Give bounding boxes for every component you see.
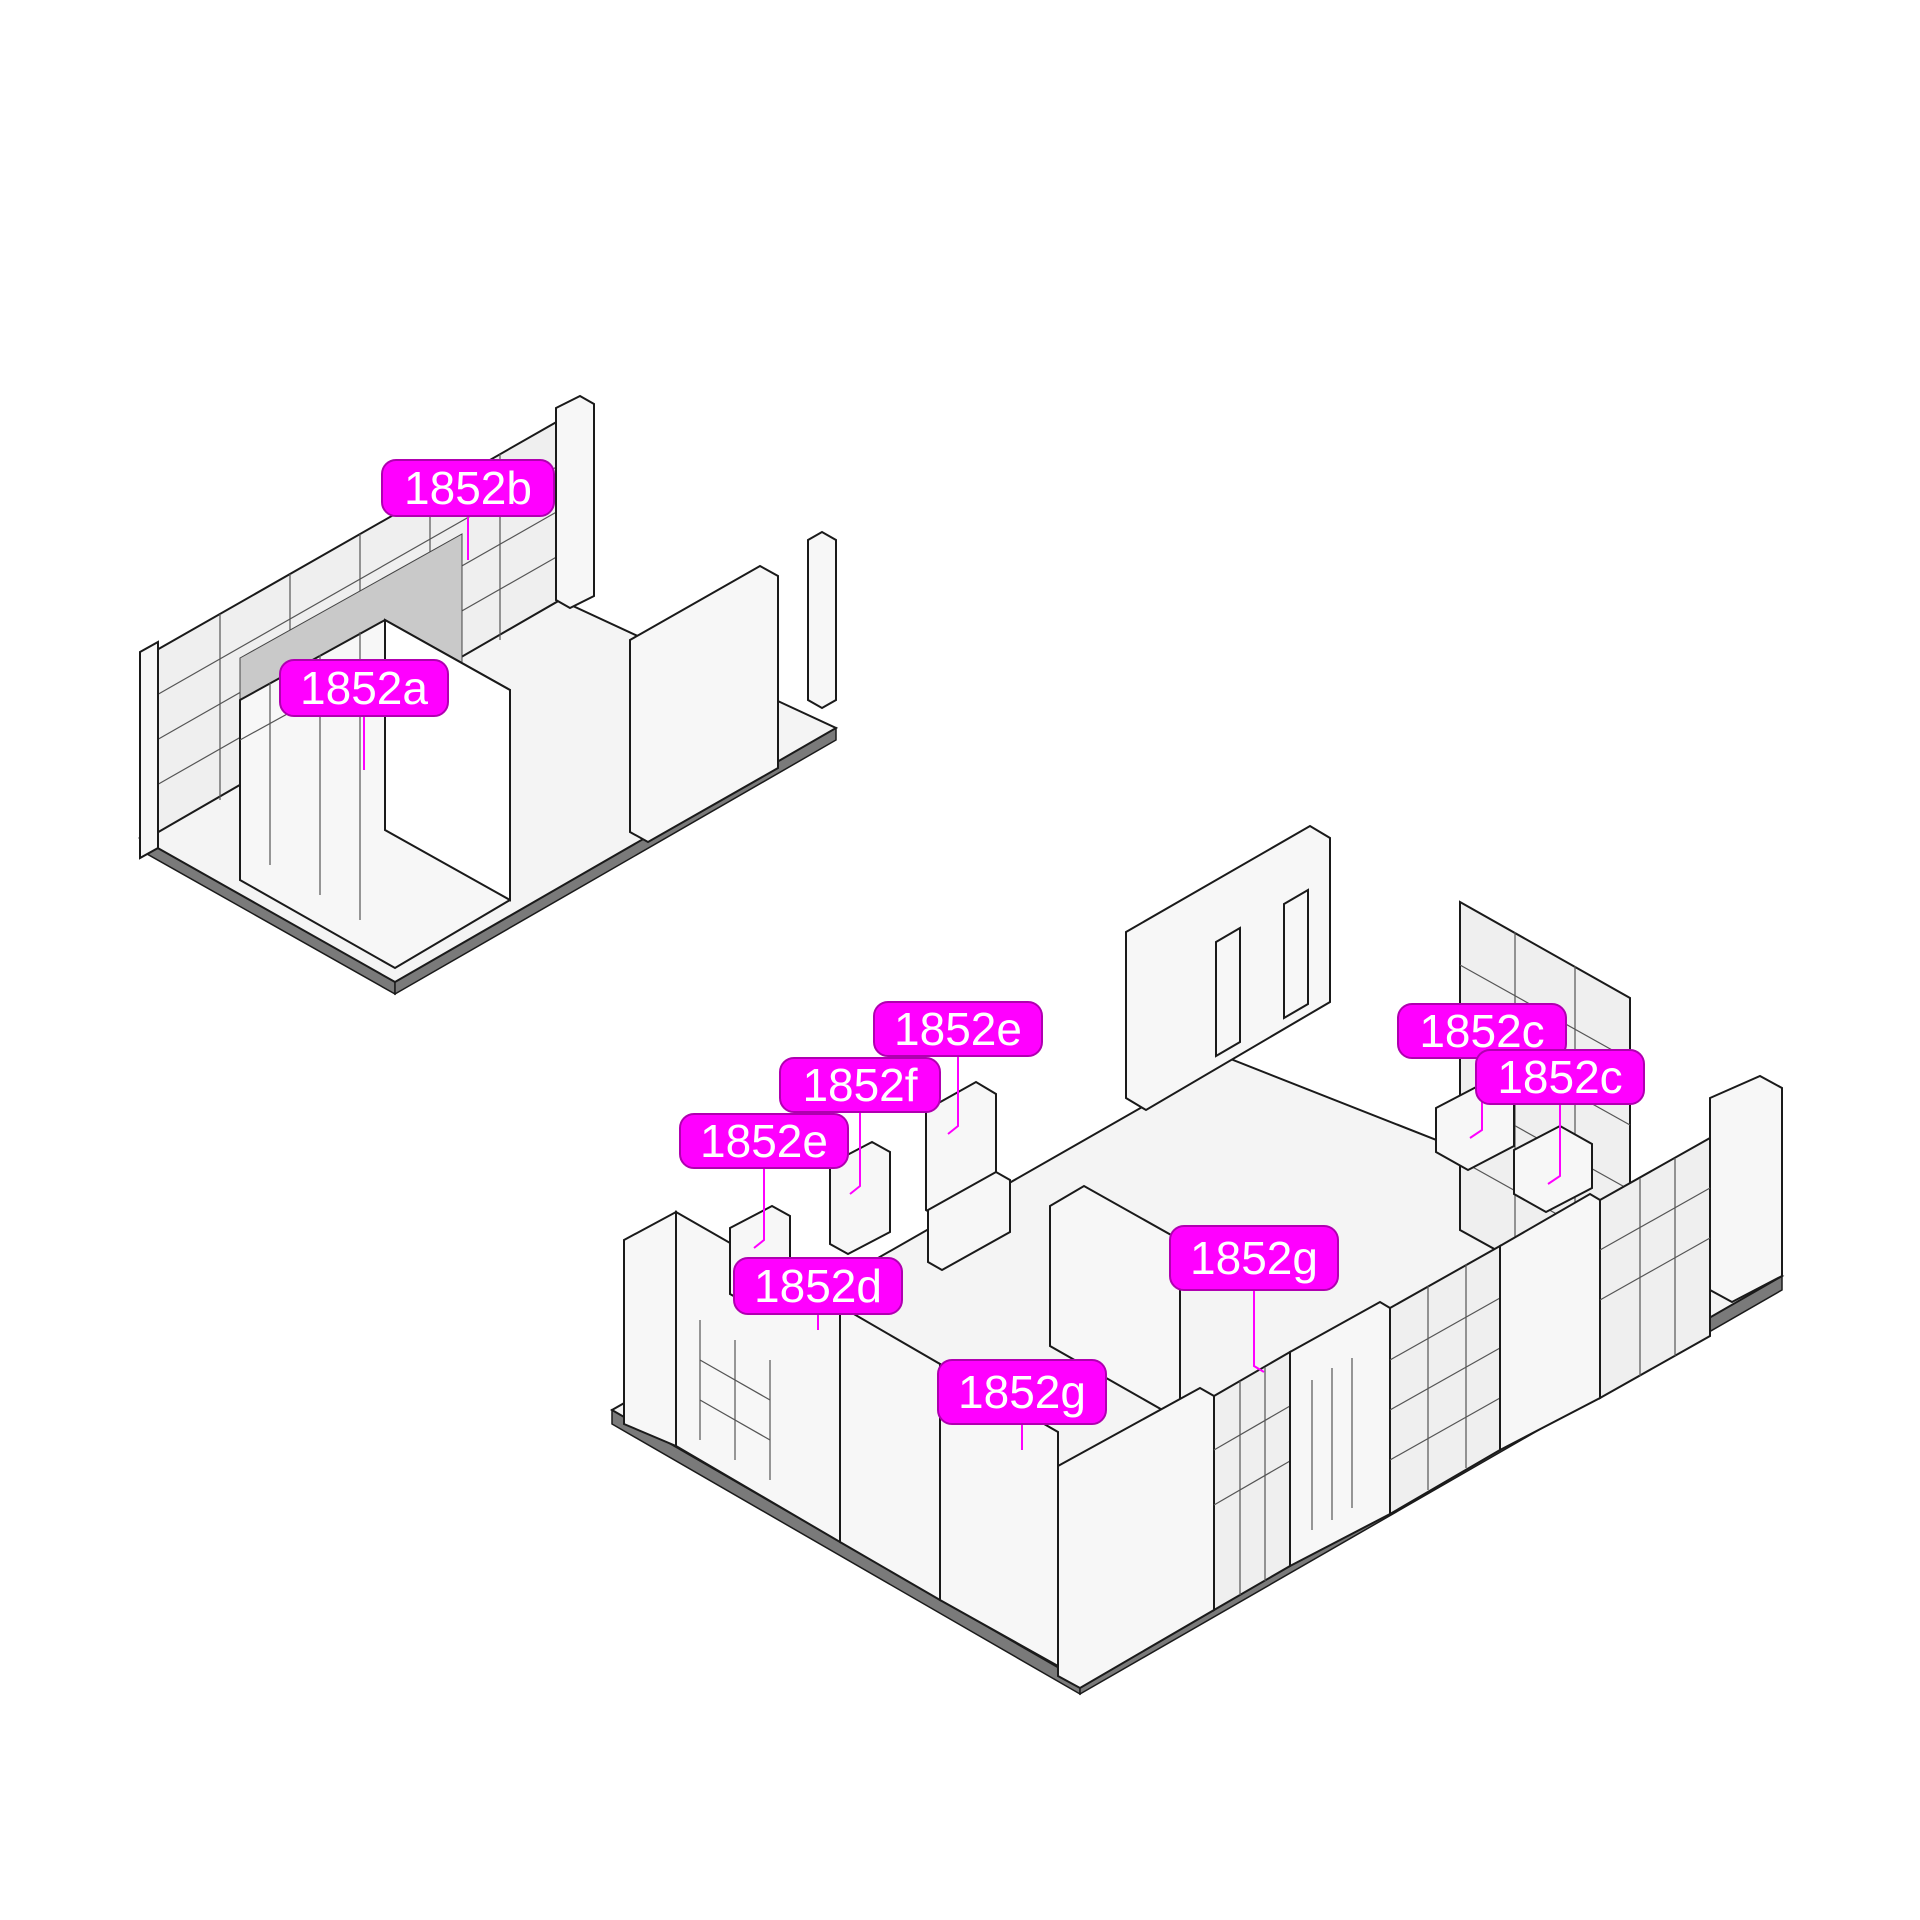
callout-text: 1852e [700,1115,828,1167]
callout-text: 1852g [958,1366,1086,1418]
callout-label: 1852e [873,1001,1043,1057]
callout-label: 1852g [1169,1225,1339,1291]
annotation-1852f: 1852f [779,1057,941,1195]
annotation-1852c-2: 1852c [1475,1049,1645,1185]
callout-text: 1852d [754,1260,882,1312]
annotation-1852g-right: 1852g [1169,1225,1339,1373]
callout-text: 1852c [1419,1005,1544,1057]
annotation-1852e-left: 1852e [679,1113,849,1249]
callout-text: 1852b [404,462,532,514]
callout-label: 1852a [279,659,449,717]
callout-text: 1852g [1190,1232,1318,1284]
callout-label: 1852f [779,1057,941,1113]
callout-text: 1852a [300,662,428,714]
room-upper-left [137,394,839,996]
annotation-1852d: 1852d [733,1257,903,1330]
annotation-1852b: 1852b [381,459,555,560]
callout-text: 1852e [894,1003,1022,1055]
callout-label: 1852d [733,1257,903,1315]
annotation-1852e-top: 1852e [873,1001,1043,1135]
room-lower-right [609,824,1785,1696]
callout-text: 1852f [802,1059,917,1111]
callout-text: 1852c [1497,1051,1622,1103]
callout-label: 1852b [381,459,555,517]
callout-label: 1852c [1475,1049,1645,1105]
annotation-1852g-lower: 1852g [937,1359,1107,1450]
callout-label: 1852g [937,1359,1107,1425]
callout-label: 1852e [679,1113,849,1169]
annotation-1852a: 1852a [279,659,449,770]
